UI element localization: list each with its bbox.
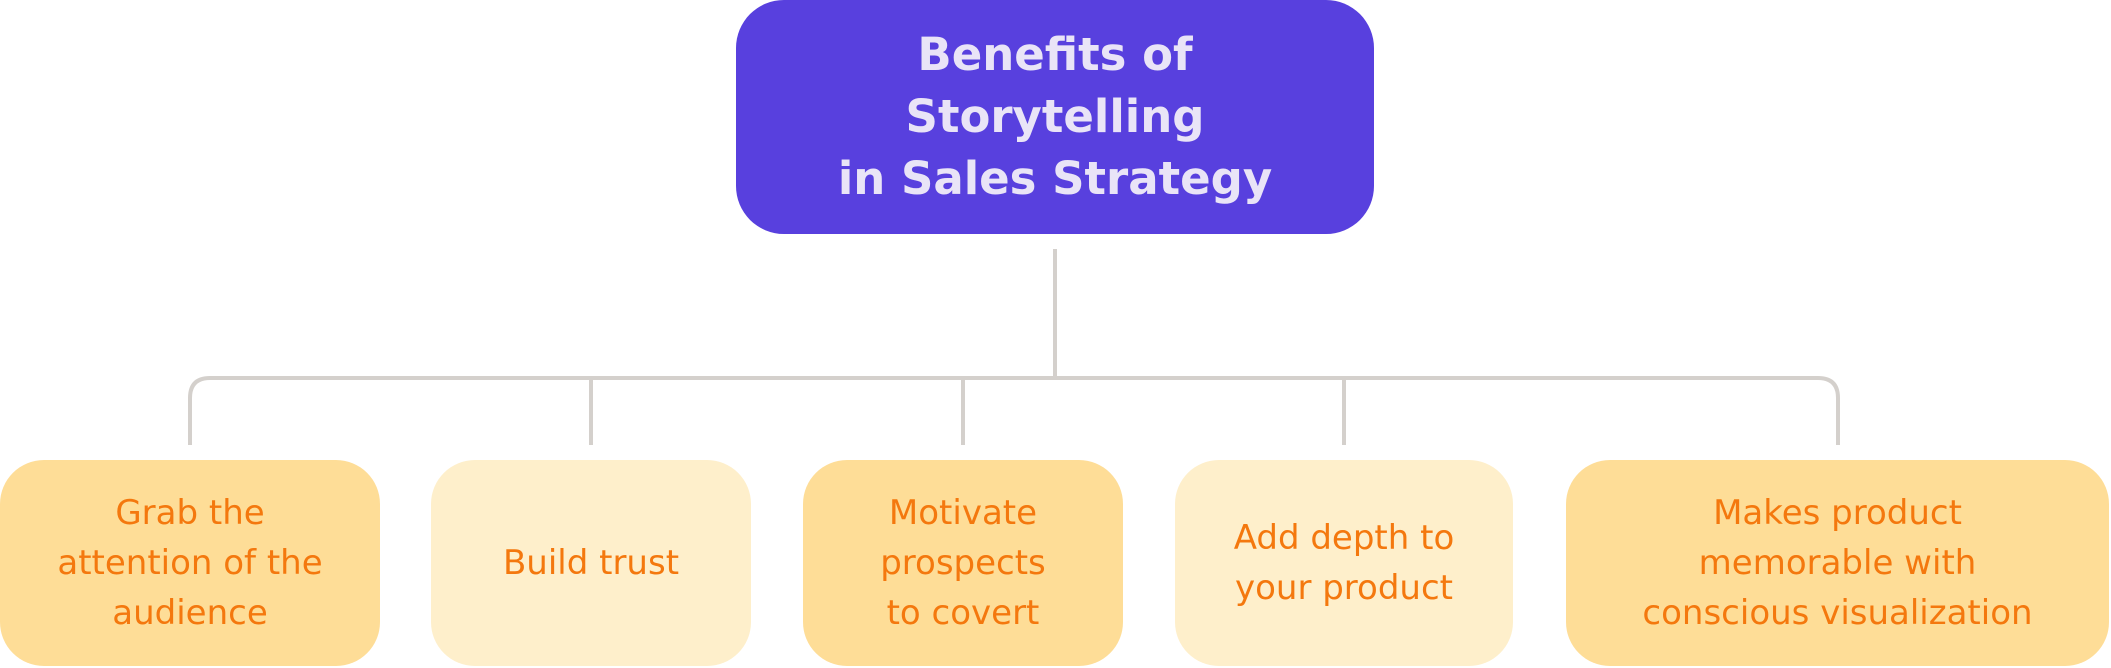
child-node-grab-attention: Grab the attention of the audience (0, 460, 380, 666)
root-node: Benefits of Storytelling in Sales Strate… (736, 0, 1374, 234)
child-node-memorable-product: Makes product memorable with conscious v… (1566, 460, 2109, 666)
child-node-label: Grab the attention of the audience (57, 493, 323, 633)
child-node-label: Motivate prospects to covert (880, 493, 1046, 633)
root-node-title: Benefits of Storytelling in Sales Strate… (837, 28, 1273, 205)
child-node-label: Makes product memorable with conscious v… (1642, 493, 2033, 633)
horizontal-bus-line (188, 376, 1840, 445)
child-node-build-trust: Build trust (431, 460, 751, 666)
child-node-label: Add depth to your product (1233, 518, 1455, 608)
child-node-label: Build trust (502, 543, 680, 583)
child-node-motivate-prospects: Motivate prospects to covert (803, 460, 1123, 666)
child-node-add-depth: Add depth to your product (1175, 460, 1513, 666)
